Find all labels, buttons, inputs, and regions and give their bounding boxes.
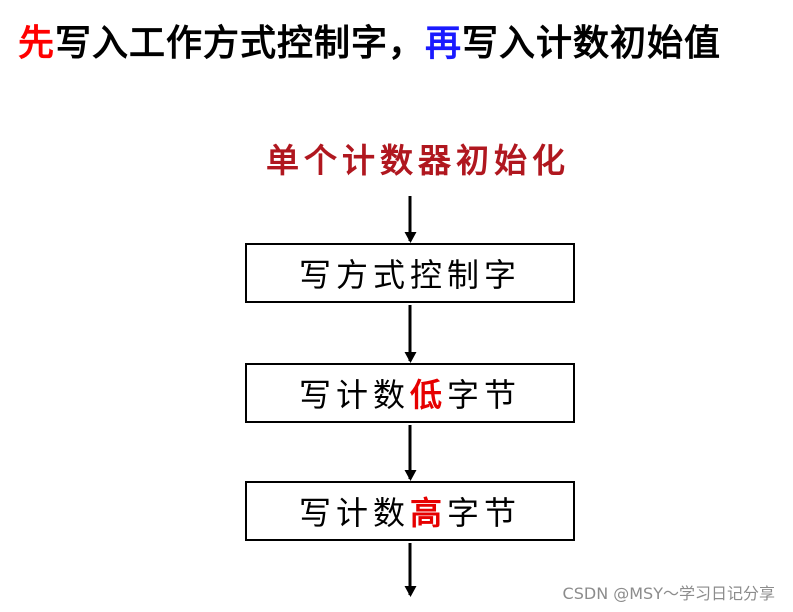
flow-arrow-4 <box>408 543 412 595</box>
headline-second-word: 再 <box>425 22 463 64</box>
flow-step-write-high-byte: 写计数高字节 <box>245 481 575 541</box>
step-3-prefix: 写计数 <box>298 494 410 532</box>
step-2-prefix: 写计数 <box>298 376 410 414</box>
headline: 先写入工作方式控制字，再写入计数初始值 <box>18 14 721 66</box>
step-3-suffix: 字节 <box>447 494 522 532</box>
flow-step-write-low-byte: 写计数低字节 <box>245 363 575 423</box>
flowchart-start-label: 单个计数器初始化 <box>266 141 570 180</box>
headline-first-action: 写入工作方式控制字， <box>55 22 426 64</box>
flow-step-write-mode-word: 写方式控制字 <box>245 243 575 303</box>
headline-second-action: 写入计数初始值 <box>462 22 722 64</box>
step-2-emphasis: 低 <box>409 376 447 414</box>
flow-arrow-1 <box>408 196 412 241</box>
step-2-suffix: 字节 <box>447 376 522 414</box>
step-3-emphasis: 高 <box>409 494 447 532</box>
headline-first-word: 先 <box>18 22 56 64</box>
step-1-prefix: 写方式控制字 <box>298 256 521 294</box>
flow-arrow-2 <box>408 305 412 361</box>
flow-arrow-3 <box>408 425 412 479</box>
watermark: CSDN @MSY～学习日记分享 <box>562 584 775 603</box>
